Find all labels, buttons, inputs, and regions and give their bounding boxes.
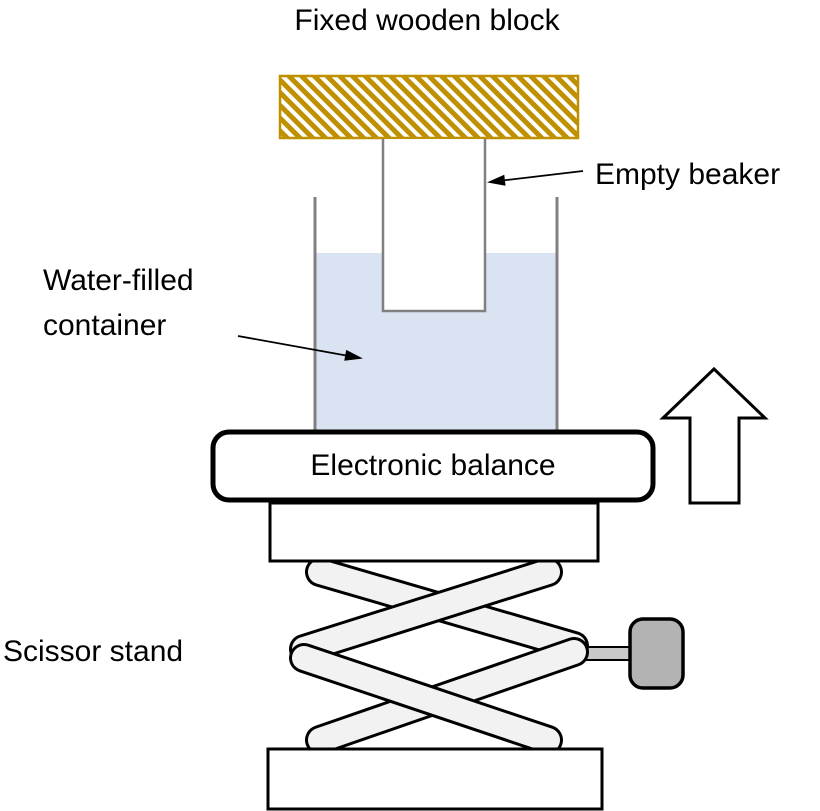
beaker-shape — [381, 139, 487, 313]
water-pointer-arrow-icon — [237, 335, 363, 361]
scissor-arms — [289, 557, 589, 755]
wooden-block-shape — [278, 74, 580, 140]
scissor-arm — [292, 646, 560, 752]
scissor-bottom-platform — [266, 747, 604, 811]
wooden-block-label: Fixed wooden block — [294, 4, 560, 37]
electronic-balance-label: Electronic balance — [310, 449, 556, 482]
water-container-label: Water-filled container — [43, 264, 194, 342]
balance-shape — [210, 429, 656, 503]
container-walls-shape — [313, 197, 559, 431]
scissor-arm — [292, 560, 560, 661]
knob-shape — [628, 617, 685, 690]
scissor-top-platform — [268, 501, 600, 563]
up-arrow-icon — [659, 366, 769, 505]
beaker-pointer-arrow-icon — [487, 170, 584, 186]
scissor-stand-label: Scissor stand — [3, 635, 184, 668]
empty-beaker-label: Empty beaker — [595, 158, 781, 191]
